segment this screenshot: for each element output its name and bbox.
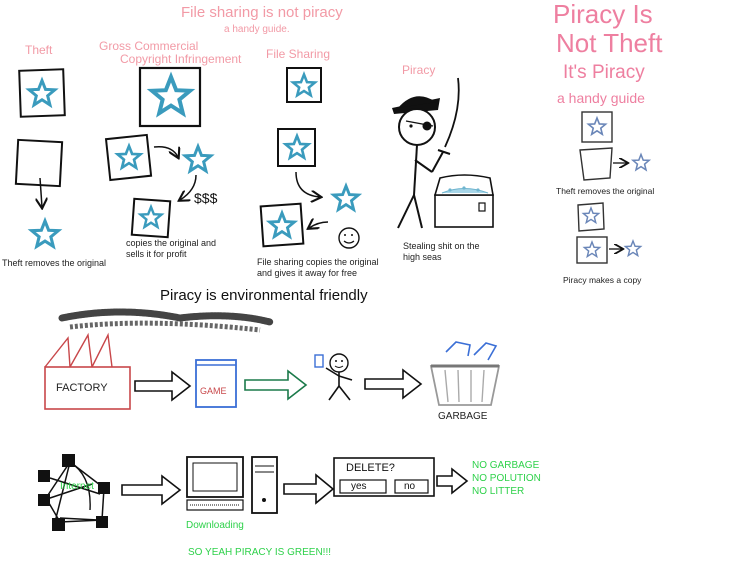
piracy-caption-line1: Stealing shit on the: [403, 241, 480, 251]
file-sharing-label: File Sharing: [266, 47, 331, 61]
hollow-arrow-icon: [134, 370, 192, 402]
commercial-caption-line2: sells it for profit: [126, 249, 187, 259]
star-icon: [582, 207, 600, 224]
middle-title: Piracy is environmental friendly: [160, 287, 368, 304]
hollow-arrow-icon: [436, 467, 469, 495]
star-icon: [150, 75, 192, 116]
guide-title-line2: Not Theft: [556, 28, 663, 58]
factory-label: FACTORY: [56, 382, 108, 394]
garbage-bin-icon: [429, 341, 501, 406]
computer-icon: [186, 456, 278, 514]
factory-illustration: [44, 308, 274, 410]
delete-dialog-title: DELETE?: [346, 462, 395, 474]
piracy-caption-line2: high seas: [403, 252, 442, 262]
no-button[interactable]: no: [404, 481, 416, 492]
hollow-arrow-icon: [121, 474, 182, 506]
star-icon: [139, 205, 163, 229]
guide-caption-piracy: Piracy makes a copy: [563, 275, 642, 285]
piracy-label: Piracy: [402, 63, 436, 77]
money-label: $$$: [194, 190, 218, 206]
commercial-label-line1: Gross Commercial: [99, 39, 199, 53]
treasure-chest-icon: [433, 174, 494, 228]
hollow-arrow-icon: [244, 369, 308, 401]
result-no-pollution: NO POLUTION: [472, 473, 541, 484]
hollow-arrow-icon: [283, 473, 335, 505]
right-guide-illustration: [576, 111, 650, 264]
downloading-label: Downloading: [186, 520, 244, 531]
theft-caption: Theft removes the original: [2, 258, 107, 268]
star-icon: [632, 153, 650, 171]
star-icon: [27, 79, 57, 107]
star-icon: [268, 211, 296, 238]
star-icon: [30, 219, 60, 248]
file-sharing-illustration: [259, 67, 360, 249]
consumer-stickman-icon: [314, 353, 353, 401]
star-icon: [284, 134, 310, 160]
guide-title-line1: Piracy Is: [553, 0, 653, 29]
star-icon: [587, 117, 607, 136]
star-icon: [291, 73, 317, 97]
commercial-caption-line1: copies the original and: [126, 238, 217, 248]
smiley-icon: [338, 227, 360, 249]
star-icon: [583, 241, 601, 258]
guide-caption-theft: Theft removes the original: [556, 186, 655, 196]
theft-label: Theft: [25, 43, 53, 57]
star-icon: [183, 145, 213, 173]
theft-illustration: [14, 68, 66, 248]
sharing-caption-line1: File sharing copies the original: [257, 257, 379, 267]
guide-subtitle: a handy guide: [557, 90, 645, 106]
game-label: GAME: [200, 386, 227, 396]
commercial-label-line2: Copyright Infringement: [120, 52, 242, 66]
commercial-illustration: [104, 66, 213, 239]
delete-dialog-frame: [333, 457, 435, 497]
result-no-litter: NO LITTER: [472, 486, 525, 497]
garbage-label: GARBAGE: [438, 411, 488, 422]
yes-button[interactable]: yes: [351, 481, 367, 492]
hollow-arrow-icon: [364, 368, 423, 400]
top-subtitle: a handy guide.: [224, 24, 290, 35]
top-title: File sharing is not piracy: [181, 4, 343, 21]
internet-label: Internet: [60, 481, 94, 492]
sharing-caption-line2: and gives it away for free: [257, 269, 358, 278]
internet-network-icon: [38, 454, 110, 531]
pirate-illustration: [392, 77, 494, 229]
guide-title-line3: It's Piracy: [563, 62, 645, 83]
star-icon: [116, 144, 142, 170]
footer-text: SO YEAH PIRACY IS GREEN!!!: [188, 547, 332, 558]
result-no-garbage: NO GARBAGE: [472, 460, 540, 471]
star-icon: [332, 184, 360, 211]
star-icon: [624, 240, 642, 257]
game-box-icon: [195, 359, 237, 408]
